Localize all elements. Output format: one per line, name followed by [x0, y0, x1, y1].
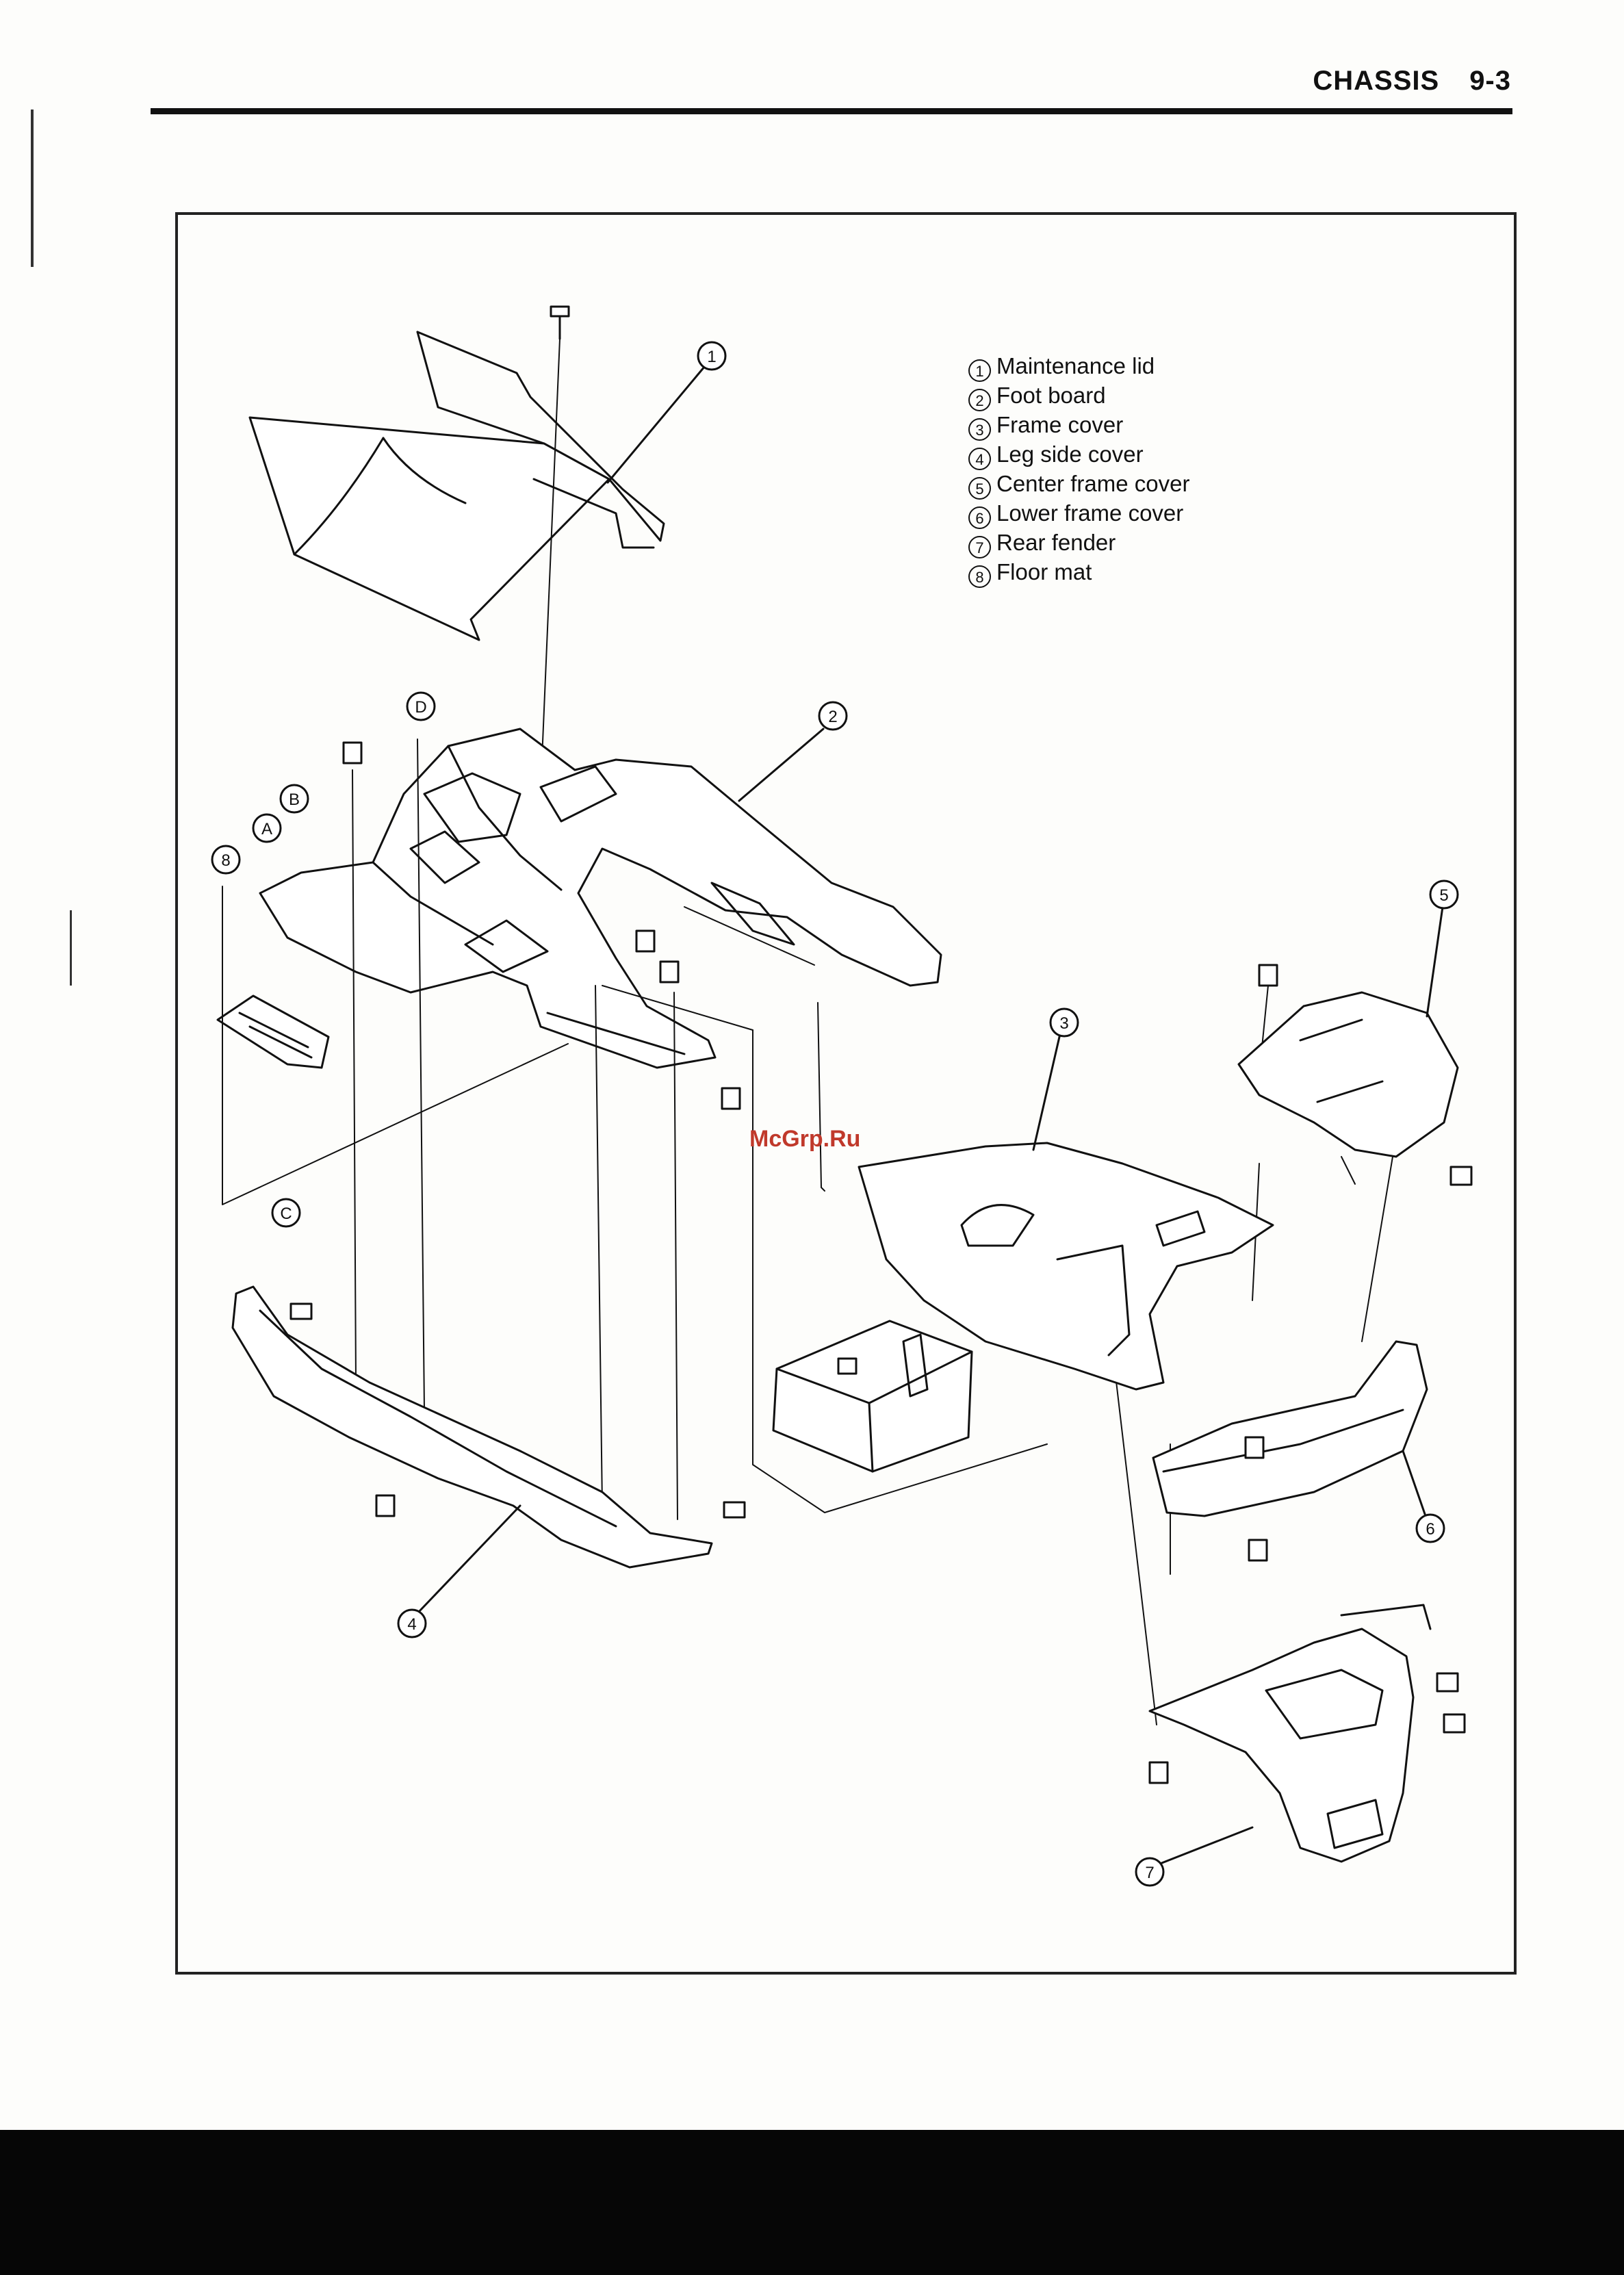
callout-4: 4 — [407, 1615, 416, 1634]
watermark: McGrp.Ru — [749, 1126, 860, 1153]
callout-ref-a: A — [261, 820, 272, 838]
rear-fender-part — [1150, 1605, 1430, 1862]
maintenance-lid-part — [250, 332, 664, 640]
callout-ref-b: B — [289, 791, 300, 809]
callout-8: 8 — [221, 851, 230, 870]
callout-ref-d: D — [415, 698, 426, 717]
callout-6: 6 — [1426, 1520, 1434, 1539]
lower-frame-cover-part — [1153, 1341, 1427, 1516]
center-frame-cover-part — [1239, 992, 1458, 1157]
floor-mat-part — [218, 996, 328, 1068]
callout-3: 3 — [1059, 1014, 1068, 1033]
callout-1: 1 — [707, 348, 716, 366]
callout-5: 5 — [1439, 886, 1448, 905]
callout-ref-c: C — [280, 1205, 292, 1223]
lid-screw — [551, 307, 569, 339]
storage-box-part — [773, 1321, 972, 1471]
foot-board-part — [260, 729, 941, 1068]
callout-2: 2 — [828, 708, 837, 726]
leg-side-cover-part — [233, 1287, 745, 1567]
footer-bar — [0, 2130, 1624, 2275]
callout-7: 7 — [1145, 1864, 1154, 1882]
